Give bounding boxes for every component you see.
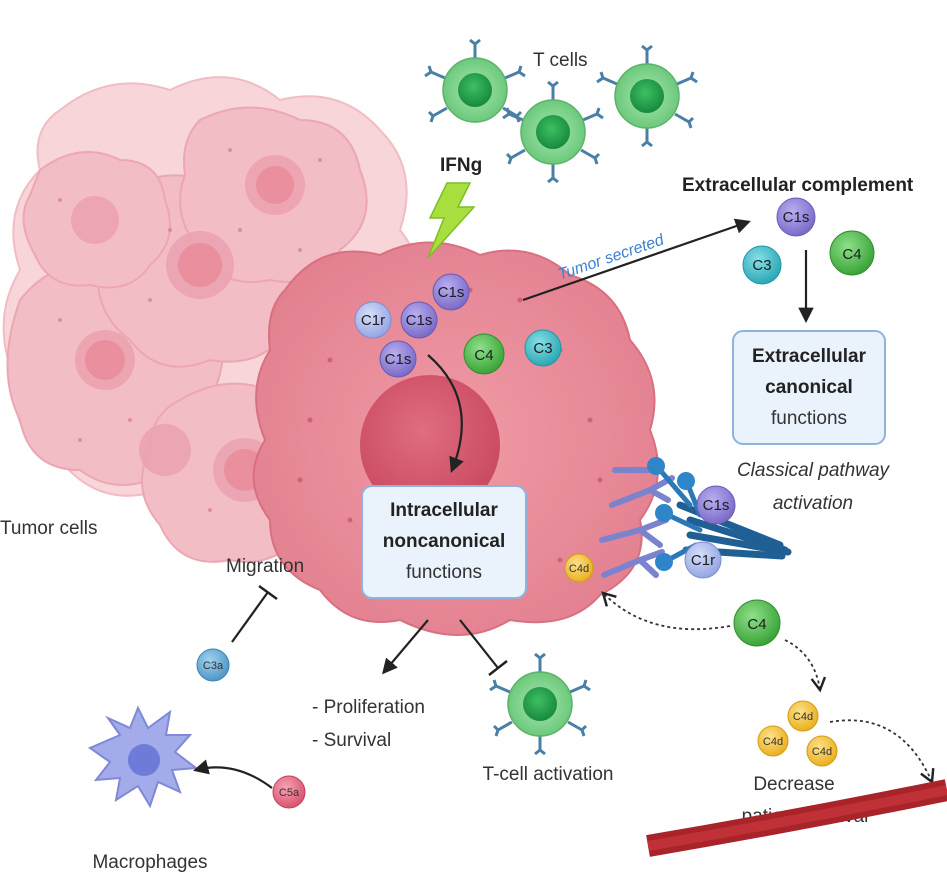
svg-text:C1r: C1r: [691, 552, 715, 569]
migration-label: Migration: [226, 556, 304, 577]
tcell-inhibit-line: [459, 619, 499, 669]
c4d-to-vessel-dotted-arrow: [829, 719, 935, 785]
t-cell-group-top: [424, 38, 698, 184]
macrophages-label: Macrophages: [92, 852, 207, 873]
svg-text:functions: functions: [406, 562, 482, 583]
c4d-molecule: C4d: [564, 553, 594, 583]
lightning-icon: [427, 182, 476, 259]
t-cell: [502, 80, 604, 184]
tumor-secreted-label: Tumor secreted: [556, 231, 667, 284]
svg-text:noncanonical: noncanonical: [383, 531, 505, 552]
svg-text:canonical: canonical: [765, 377, 853, 398]
c4d-molecule: C4d: [787, 700, 819, 732]
c1s-molecule: C1s: [432, 273, 470, 311]
classical-pathway-label: Classical pathway: [737, 460, 891, 481]
c5a-to-macrophage-arrow: [193, 759, 273, 789]
antibody-c1-complex: C1s C1r: [599, 457, 792, 579]
svg-text:Intracellular: Intracellular: [390, 500, 498, 521]
c1r-molecule: C1r: [684, 541, 722, 579]
svg-text:C1s: C1s: [438, 284, 465, 301]
c3a-molecule: C3a: [196, 648, 230, 682]
c4-down-dotted-arrow: [784, 639, 827, 693]
svg-text:C1s: C1s: [703, 497, 730, 514]
svg-text:C1s: C1s: [385, 351, 412, 368]
macrophage: [87, 705, 199, 809]
svg-text:C1r: C1r: [361, 312, 385, 329]
svg-text:C4: C4: [474, 347, 493, 364]
svg-text:functions: functions: [771, 408, 847, 429]
svg-text:C3: C3: [533, 340, 552, 357]
c1r-molecule: C1r: [354, 301, 392, 339]
svg-text:C3: C3: [752, 257, 771, 274]
tumor-secreted-arrow: [522, 218, 751, 302]
svg-text:C3a: C3a: [203, 660, 224, 672]
intracellular-arrow: [427, 354, 464, 473]
extracellular-box: Extracellular canonical functions: [732, 330, 886, 445]
c5a-molecule: C5a: [272, 775, 306, 809]
t-cells-label: T cells: [533, 50, 588, 71]
svg-text:C4d: C4d: [793, 711, 813, 723]
ifng-label: IFNg: [440, 155, 482, 176]
c4-molecule: C4: [463, 333, 505, 375]
svg-text:C1s: C1s: [783, 209, 810, 226]
c4d-molecule: C4d: [757, 725, 789, 757]
c4-molecule: C4: [733, 599, 781, 647]
svg-text:C4: C4: [842, 246, 861, 263]
c1s-molecule: C1s: [776, 197, 816, 237]
tumor-cells-label: Tumor cells: [0, 518, 97, 539]
svg-text:C1s: C1s: [406, 312, 433, 329]
extracellular-molecules: C1s C3 C4: [742, 197, 875, 285]
extracellular-complement-title: Extracellular complement: [682, 175, 914, 196]
svg-text:C4d: C4d: [812, 746, 832, 758]
c4d-molecule: C4d: [806, 735, 838, 767]
svg-text:C4d: C4d: [569, 563, 589, 575]
tcell-activation-label: T-cell activation: [483, 764, 614, 785]
c4-molecule: C4: [829, 230, 875, 276]
proliferation-arrow: [382, 619, 429, 675]
classical-pathway-label-2: activation: [773, 493, 853, 514]
c3-molecule: C3: [742, 245, 782, 285]
survival-label: - Survival: [312, 730, 391, 751]
t-cell: [596, 44, 698, 148]
svg-text:C4: C4: [747, 616, 766, 633]
svg-text:C4d: C4d: [763, 736, 783, 748]
tumor-nucleus: [360, 375, 500, 515]
t-cell: [424, 38, 526, 123]
c3a-inhibit-line: [231, 591, 269, 643]
intracellular-box: Intracellular noncanonical functions: [361, 485, 527, 599]
intracellular-molecules: C1s C1r C1s C1s C4 C3: [354, 273, 562, 378]
svg-text:Extracellular: Extracellular: [752, 346, 867, 367]
proliferation-label: - Proliferation: [312, 697, 425, 718]
c4d-cluster: C4d C4d C4d: [757, 700, 838, 767]
c4-to-c4d-dotted-arrow: [601, 591, 731, 631]
c1s-molecule: C1s: [400, 301, 438, 339]
c1s-molecule: C1s: [696, 485, 736, 525]
svg-text:C5a: C5a: [279, 787, 300, 799]
t-cell: [489, 652, 591, 756]
decrease-label: Decrease: [753, 774, 834, 795]
c1s-molecule: C1s: [379, 340, 417, 378]
c3-molecule: C3: [524, 329, 562, 367]
